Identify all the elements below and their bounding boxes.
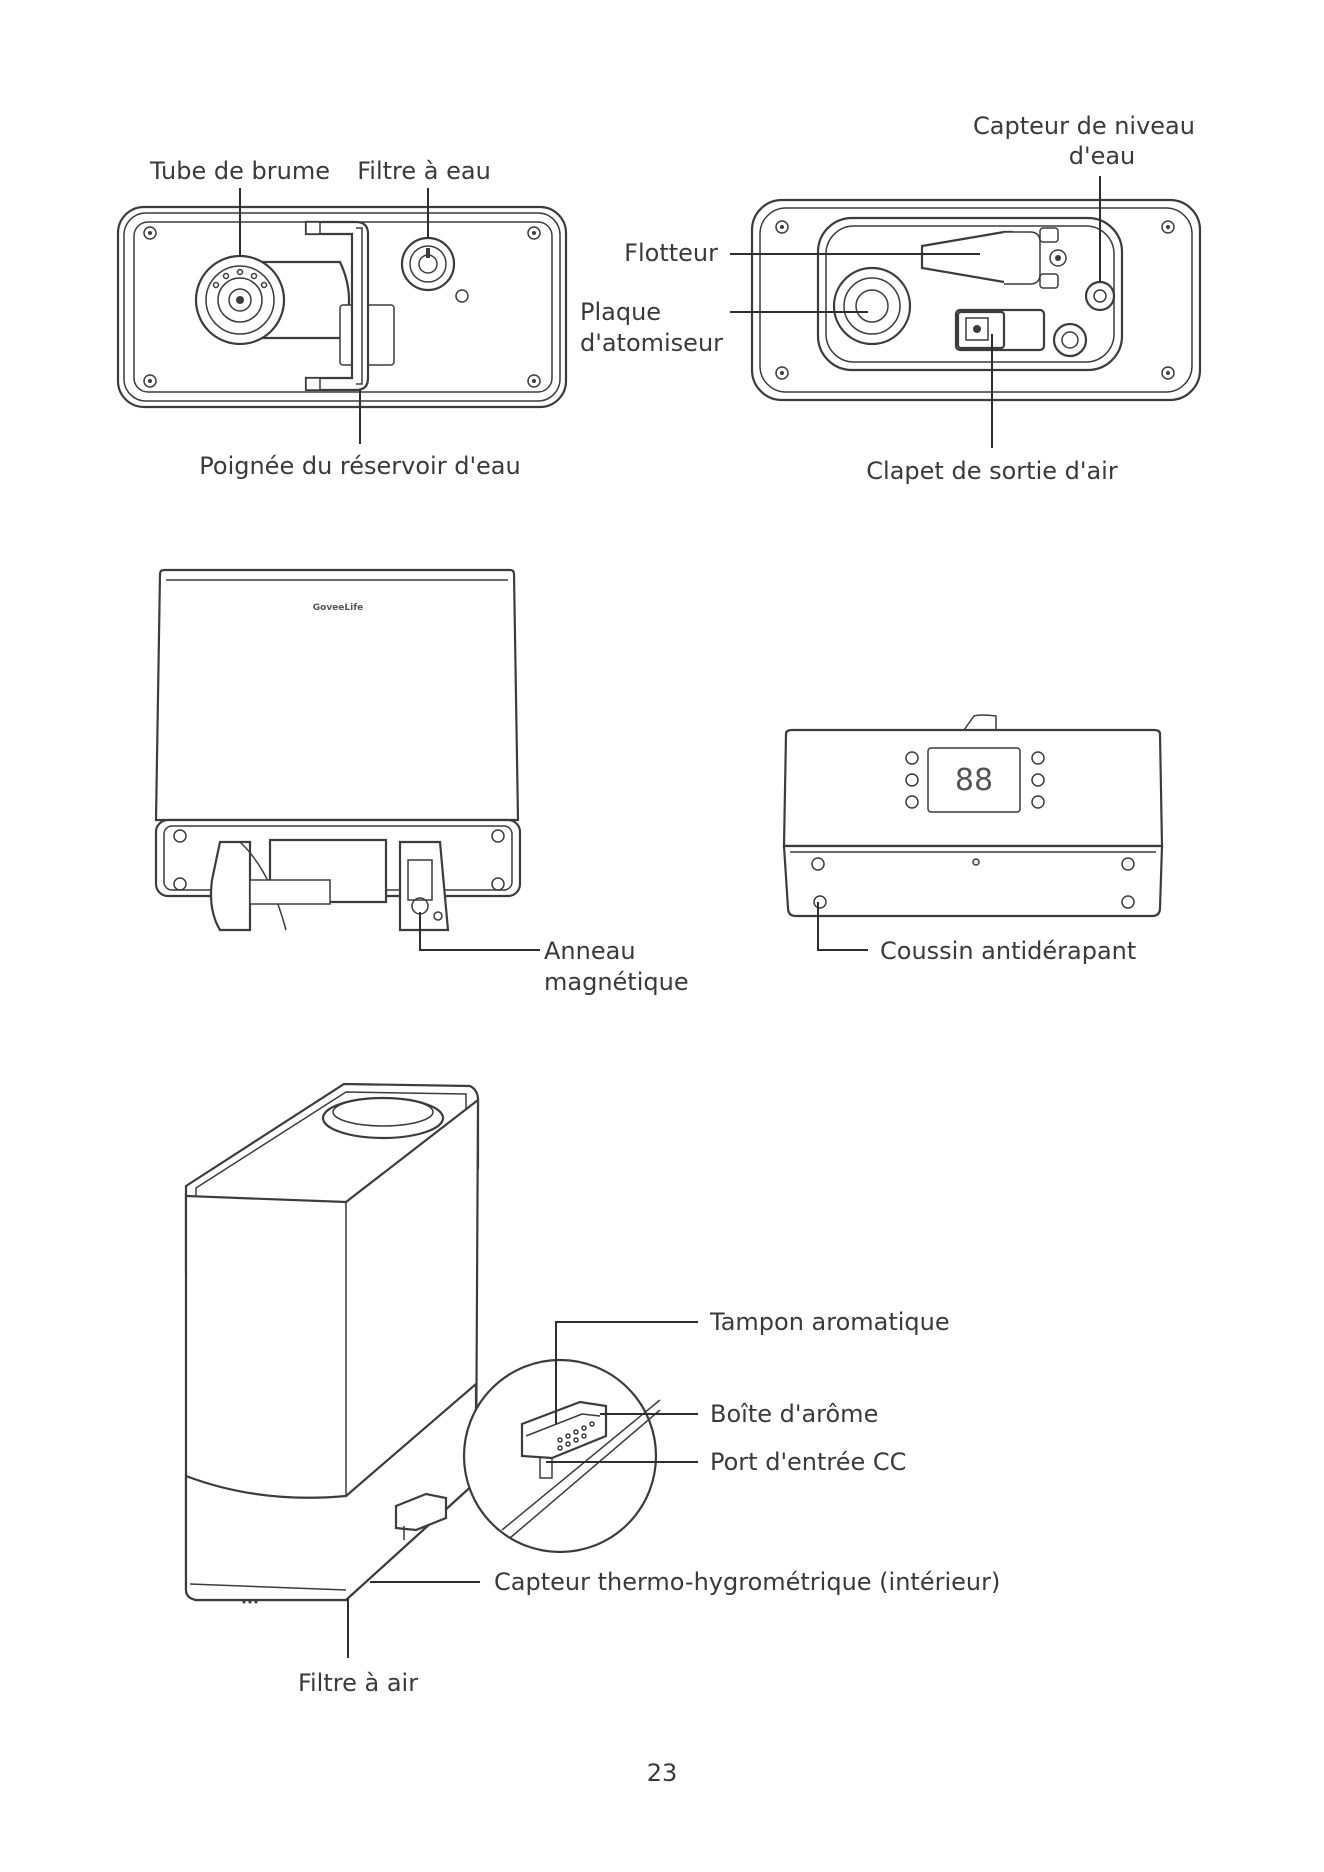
tank-bottom-view xyxy=(118,188,566,444)
base-top-view xyxy=(730,176,1200,448)
label-float: Flotteur xyxy=(624,239,718,267)
label-air-filter: Filtre à air xyxy=(298,1669,418,1697)
brand-logo: GoveeLife xyxy=(313,603,363,613)
label-water-level-sensor-line1: Capteur de niveau xyxy=(973,112,1195,140)
tank-lifted-view: GoveeLife xyxy=(156,570,540,950)
svg-text:88: 88 xyxy=(955,763,993,798)
label-water-filter: Filtre à eau xyxy=(357,157,491,185)
label-dc-port: Port d'entrée CC xyxy=(710,1448,906,1476)
label-aroma-pad: Tampon aromatique xyxy=(709,1308,950,1336)
base-front-view: 88 xyxy=(784,715,1162,950)
label-atomizer-line2: d'atomiseur xyxy=(580,329,723,357)
label-air-outlet-valve: Clapet de sortie d'air xyxy=(866,457,1118,485)
label-thermo-sensor: Capteur thermo-hygrométrique (intérieur) xyxy=(494,1568,1000,1596)
label-mist-tube: Tube de brume xyxy=(149,157,330,185)
label-aroma-box: Boîte d'arôme xyxy=(710,1400,878,1428)
label-magnetic-ring-line1: Anneau xyxy=(544,937,636,965)
label-anti-slip-pad: Coussin antidérapant xyxy=(880,937,1136,965)
label-tank-handle: Poignée du réservoir d'eau xyxy=(199,452,520,480)
label-atomizer-line1: Plaque xyxy=(580,298,661,326)
page-number: 23 xyxy=(647,1759,678,1787)
label-water-level-sensor-line2: d'eau xyxy=(1069,142,1136,170)
label-magnetic-ring-line2: magnétique xyxy=(544,968,689,996)
